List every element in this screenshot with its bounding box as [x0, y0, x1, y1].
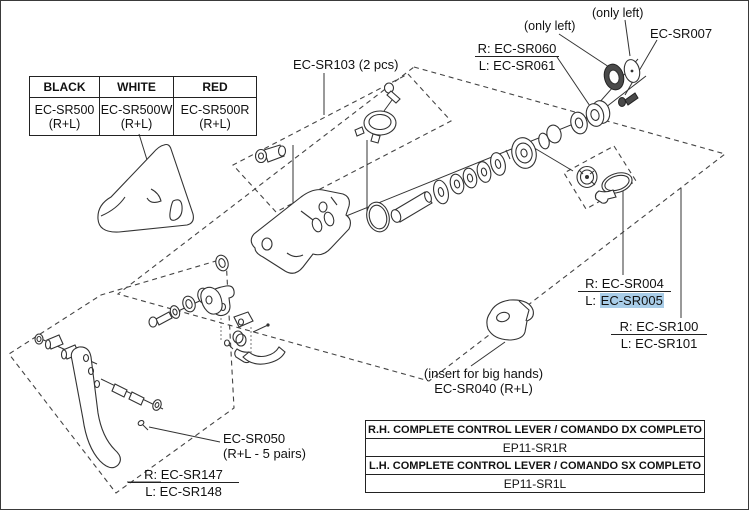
label-insert-group: (insert for big hands) EC-SR040 (R+L) — [421, 366, 546, 396]
summary-row-lh-code: EP11-SR1L — [365, 474, 705, 493]
label-ec-sr103: EC-SR103 (2 pcs) — [293, 57, 399, 72]
summary-row-rh-header: R.H. COMPLETE CONTROL LEVER / COMANDO DX… — [365, 420, 705, 439]
label-ec-sr101-l: L: EC-SR101 — [620, 336, 698, 351]
color-cell-black: EC-SR500(R+L) — [29, 97, 100, 136]
label-ec-sr004-group: R: EC-SR004 L: EC-SR005 — [578, 276, 671, 308]
label-ec-sr147-r: R: EC-SR147 — [128, 467, 239, 483]
label-ec-sr147-group: R: EC-SR147 L: EC-SR148 — [128, 467, 239, 499]
clamp-band-drawing — [354, 110, 397, 144]
label-ec-sr061-l: L: EC-SR061 — [478, 58, 556, 73]
color-header-red: RED — [173, 76, 257, 98]
part-sub: (R+L) — [199, 116, 231, 131]
sr004-dashed-box — [563, 145, 637, 210]
label-insert-line2: EC-SR040 (R+L) — [434, 381, 533, 396]
color-table-data-row: EC-SR500(R+L) EC-SR500W(R+L) EC-SR500R(R… — [29, 97, 257, 136]
label-ec-sr050-line2: (R+L - 5 pairs) — [223, 446, 306, 461]
insert-drawing — [486, 299, 534, 341]
part-sub: (R+L) — [120, 116, 153, 131]
label-ec-sr148-l: L: EC-SR148 — [145, 484, 222, 499]
hood-cover-drawing — [97, 143, 194, 233]
sr060-washers-drawing — [570, 100, 611, 135]
label-ec-sr007: EC-SR007 — [650, 26, 713, 41]
main-assembly-dashed-box — [116, 66, 727, 382]
part-code: EC-SR500W — [100, 102, 173, 117]
sr103-screws-drawing — [254, 82, 401, 164]
color-header-black: BLACK — [29, 76, 100, 98]
label-ec-sr050-group: EC-SR050 (R+L - 5 pairs) — [223, 431, 306, 461]
summary-lh-code: EP11-SR1L — [365, 474, 705, 493]
label-ec-sr100-group: R: EC-SR100 L: EC-SR101 — [611, 319, 707, 351]
label-ec-sr060-r: R: EC-SR060 — [475, 41, 559, 57]
label-l-prefix: L: — [585, 293, 600, 308]
part-sub: (R+L) — [48, 116, 81, 131]
brake-lever-dashed-box — [8, 257, 235, 494]
brake-lever-drawing — [34, 333, 162, 469]
summary-row-rh-code: EP11-SR1R — [365, 438, 705, 457]
summary-table: R.H. COMPLETE CONTROL LEVER / COMANDO DX… — [365, 420, 705, 493]
summary-rh-title: R.H. COMPLETE CONTROL LEVER / COMANDO DX… — [365, 420, 705, 439]
summary-lh-title: L.H. COMPLETE CONTROL LEVER / COMANDO SX… — [365, 456, 705, 475]
sr004-nameplate-drawing — [576, 165, 633, 204]
bracket-body-drawing — [250, 189, 352, 274]
color-cell-red: EC-SR500R(R+L) — [173, 97, 257, 136]
color-table-header-row: BLACK WHITE RED — [29, 76, 257, 98]
label-ec-sr004-r: R: EC-SR004 — [578, 276, 671, 292]
pivot-bolt-row-drawing — [148, 254, 235, 328]
axle-and-washers-drawing — [311, 124, 562, 233]
label-only-left-mid: (only left) — [592, 6, 644, 20]
color-cell-white: EC-SR500W(R+L) — [99, 97, 174, 136]
hinge-spring-cluster-drawing — [200, 286, 286, 365]
color-header-white: WHITE — [99, 76, 174, 98]
sr103-dashed-box — [232, 73, 452, 213]
label-only-left-top: (only left) — [524, 19, 576, 33]
label-ec-sr060-group: R: EC-SR060 L: EC-SR061 — [475, 41, 559, 73]
part-code: EC-SR500R — [180, 102, 250, 117]
label-ec-sr005-l: L: EC-SR005 — [578, 292, 671, 308]
label-insert-line1: (insert for big hands) — [423, 366, 544, 381]
color-variant-table: BLACK WHITE RED EC-SR500(R+L) EC-SR500W(… — [29, 76, 257, 136]
highlighted-part-code[interactable]: EC-SR005 — [599, 293, 664, 308]
label-ec-sr050-line1: EC-SR050 — [223, 431, 286, 446]
part-code: EC-SR500 — [34, 102, 95, 117]
summary-row-lh-header: L.H. COMPLETE CONTROL LEVER / COMANDO SX… — [365, 456, 705, 475]
summary-rh-code: EP11-SR1R — [365, 438, 705, 457]
label-ec-sr100-r: R: EC-SR100 — [611, 319, 707, 335]
cam-disc-screw-drawing — [603, 59, 641, 107]
